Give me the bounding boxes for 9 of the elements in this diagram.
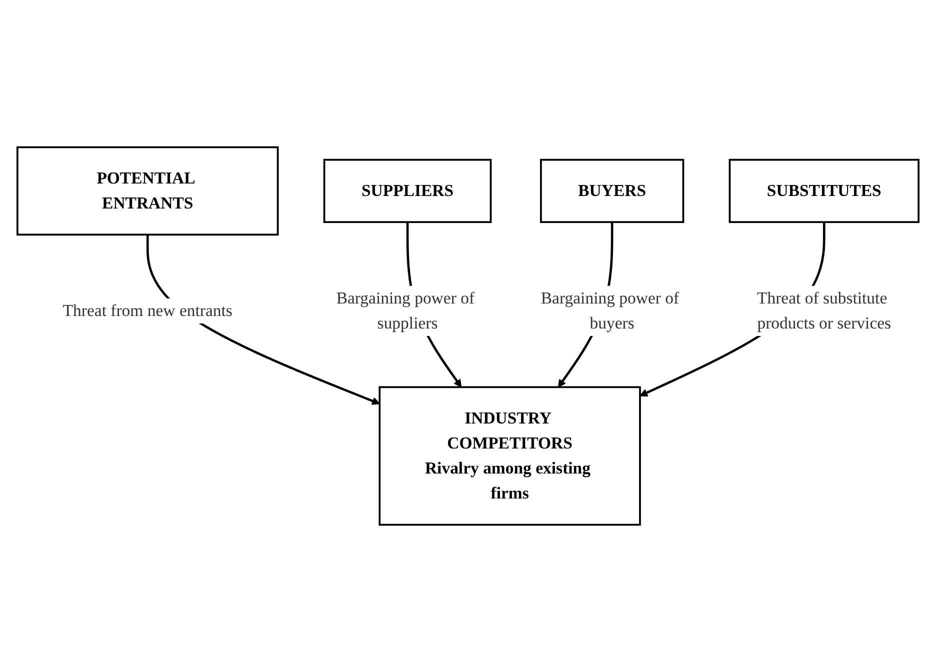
- edge-label: Threat of substitute products or services: [756, 288, 892, 332]
- edge-label: Threat from new entrants: [62, 301, 232, 320]
- node-box: SUBSTITUTES: [728, 158, 920, 224]
- node-box: INDUSTRY COMPETITORS Rivalry among existing firms: [378, 386, 641, 526]
- edge-label: Bargaining power of buyers: [540, 288, 680, 332]
- node-box: POTENTIAL ENTRANTS: [16, 146, 279, 236]
- edge-label: Bargaining power of suppliers: [336, 288, 475, 332]
- node-box: SUPPLIERS: [323, 158, 492, 224]
- node-box: BUYERS: [540, 158, 684, 224]
